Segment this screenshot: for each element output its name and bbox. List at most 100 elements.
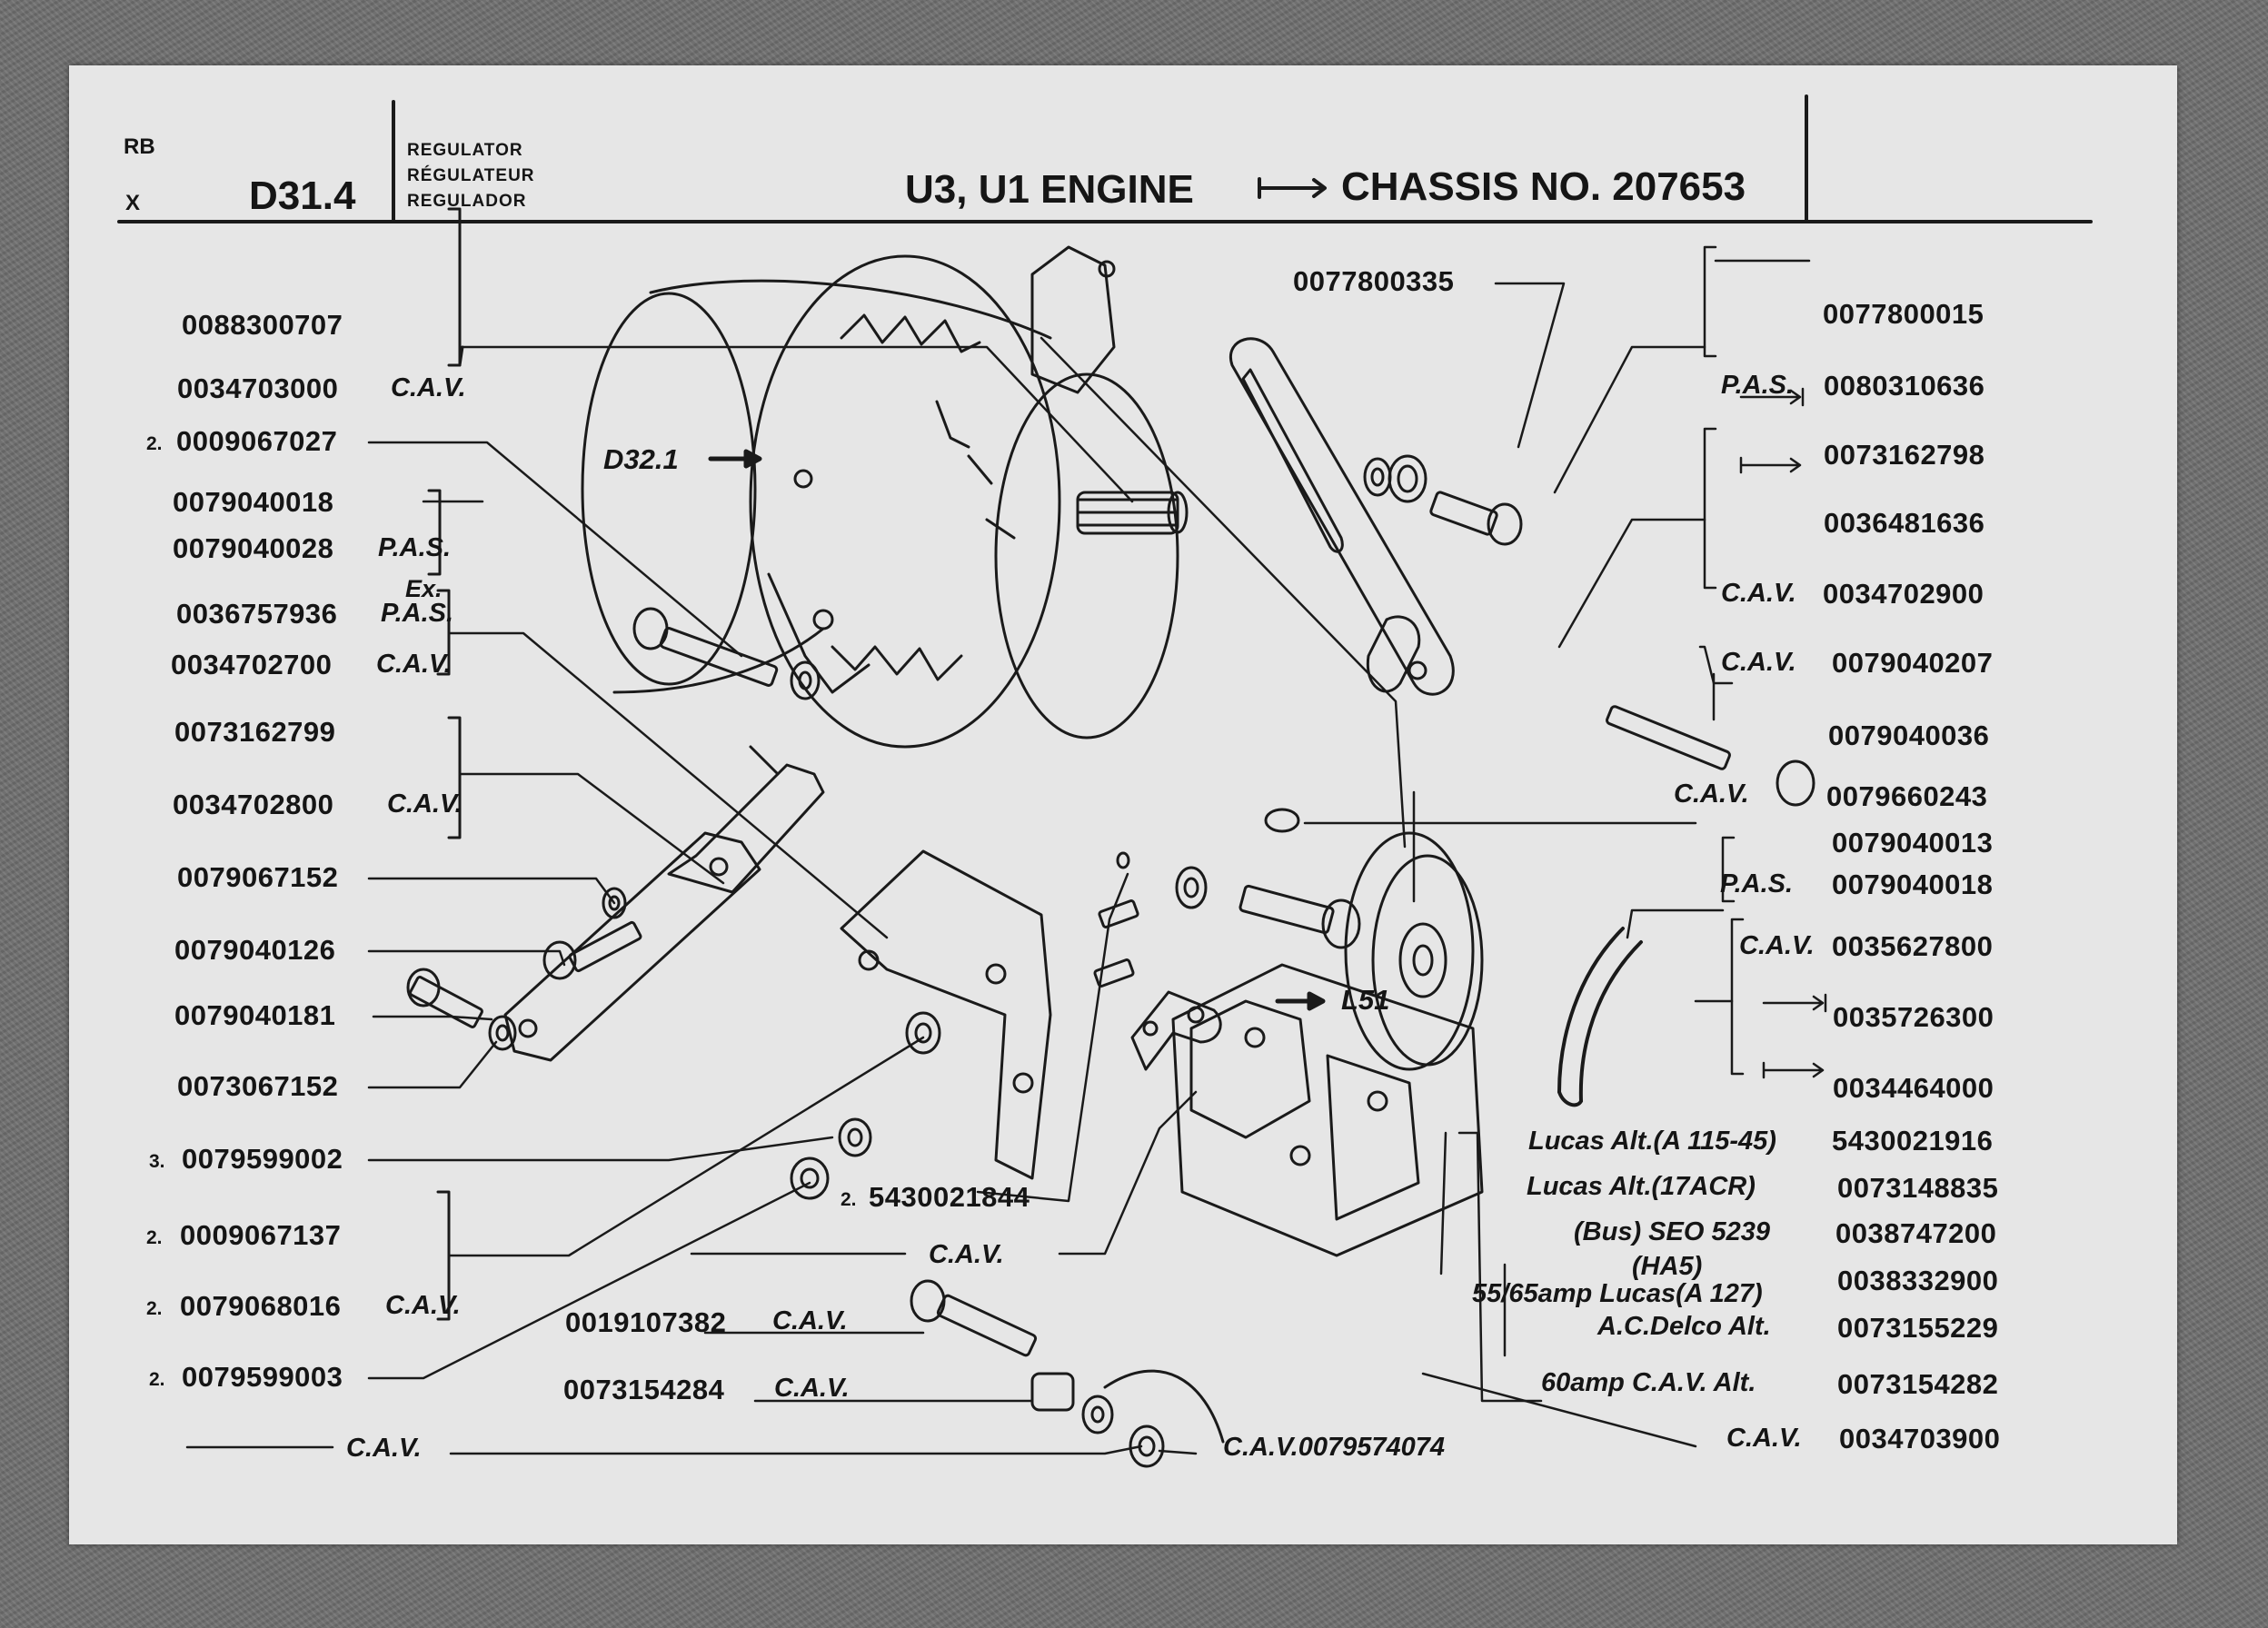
part-label: 0077800015 <box>1823 298 1984 330</box>
regulator-fr: RÉGULATEUR <box>407 166 535 185</box>
alt-desc: C.A.V. <box>1726 1424 1802 1453</box>
small-bracket <box>1130 990 1222 1071</box>
part-label: 0073067152 <box>177 1070 339 1102</box>
mounting-bracket-lower <box>1171 963 1484 1257</box>
part-supplier: C.A.V. <box>772 1306 848 1335</box>
part-label: 0034464000 <box>1833 1072 1994 1104</box>
leader-lines-right <box>1040 245 1811 1448</box>
header-rb: RB <box>124 134 155 159</box>
part-label: 0079040126 <box>174 934 336 966</box>
part-label: 0079040013 <box>1832 827 1994 859</box>
part-supplier: C.A.V. <box>391 373 466 402</box>
chassis-arrow-icon <box>1258 177 1327 199</box>
left-brackets <box>427 207 464 1321</box>
part-supplier: P.A.S. <box>378 533 452 562</box>
part-label: 0088300707 <box>182 309 343 341</box>
part-label: 0009067137 <box>180 1219 342 1251</box>
part-supplier: C.A.V. <box>385 1291 461 1320</box>
part-label: 0035627800 <box>1832 930 1994 962</box>
right-arrows <box>1739 387 1827 1079</box>
regulator-en: REGULATOR <box>407 141 523 160</box>
part-supplier: C.A.V. <box>387 789 463 819</box>
part-label: 0034702900 <box>1823 578 1984 610</box>
exploded-view-drawing <box>117 94 2093 1468</box>
alt-desc: 55/65amp Lucas(A 127) <box>1472 1279 1763 1308</box>
part-supplier: C.A.V. <box>929 1240 1004 1269</box>
leader-lines-left <box>185 345 1198 1455</box>
part-label: C.A.V.0079574074 <box>1223 1433 1446 1462</box>
part-label: 0079040018 <box>1832 869 1994 900</box>
part-supplier: C.A.V. <box>346 1434 422 1463</box>
alt-part: 0073155229 <box>1837 1312 1999 1344</box>
part-label: 0034702800 <box>173 789 334 820</box>
part-supplier: P.A.S. <box>1721 371 1795 400</box>
part-label: 0073162798 <box>1824 439 1985 471</box>
part-note: Ex. <box>405 575 443 602</box>
ref-l51: L51 <box>1341 984 1390 1016</box>
part-label: 0079599002 <box>182 1143 343 1175</box>
part-label: 0009067027 <box>176 425 338 457</box>
part-qty: 2. <box>146 433 163 454</box>
part-supplier: C.A.V. <box>1674 779 1749 809</box>
part-label: 0019107382 <box>565 1306 727 1338</box>
part-qty: 2. <box>841 1189 857 1210</box>
part-label: 0034703000 <box>177 372 339 404</box>
part-supplier: C.A.V. <box>1721 648 1796 677</box>
page-code: D31.4 <box>249 174 356 218</box>
mounting-bracket-center <box>840 849 1052 1180</box>
regulator-es: REGULADOR <box>407 192 527 211</box>
alt-desc: (Bus) SEO 5239 <box>1574 1217 1770 1246</box>
alt-part: 0073154282 <box>1837 1368 1999 1400</box>
part-label: 0079040181 <box>174 999 336 1031</box>
reference-arrows <box>708 449 1326 1011</box>
alt-desc: (HA5) <box>1632 1252 1703 1281</box>
part-qty: 2. <box>146 1298 163 1319</box>
pulley <box>1344 831 1484 1071</box>
part-label: 0077800335 <box>1293 265 1455 297</box>
part-qty: 2. <box>146 1227 163 1248</box>
alt-part: 0038332900 <box>1837 1265 1999 1296</box>
part-label: 0079599003 <box>182 1361 343 1393</box>
part-label: 0079040028 <box>173 532 334 564</box>
alt-part: 0034703900 <box>1839 1423 2001 1454</box>
ref-d32: D32.1 <box>603 443 679 475</box>
part-supplier: C.A.V. <box>376 650 452 679</box>
alt-desc: 60amp C.A.V. Alt. <box>1541 1368 1756 1397</box>
part-label: 0036481636 <box>1824 507 1985 539</box>
part-supplier: P.A.S. <box>1720 869 1794 898</box>
part-supplier: C.A.V. <box>1739 931 1815 960</box>
alt-desc: A.C.Delco Alt. <box>1597 1312 1771 1341</box>
part-label: 0035726300 <box>1833 1001 1994 1033</box>
header-frame <box>117 94 2093 223</box>
part-supplier: C.A.V. <box>1721 579 1796 608</box>
part-label: 5430021844 <box>869 1181 1030 1213</box>
drive-belt <box>1557 927 1643 1107</box>
part-label: 0073162799 <box>174 716 336 748</box>
part-label: 0079660243 <box>1826 780 1988 812</box>
part-label: 0080310636 <box>1824 370 1985 402</box>
part-supplier: C.A.V. <box>774 1374 850 1403</box>
alt-part: 0073148835 <box>1837 1172 1999 1204</box>
mounting-bracket-left <box>503 745 825 1062</box>
part-label: 0036757936 <box>176 598 338 630</box>
part-qty: 2. <box>149 1369 165 1390</box>
alt-desc: Lucas Alt.(A 115-45) <box>1528 1127 1776 1156</box>
part-label: 0079040036 <box>1828 720 1990 751</box>
part-label: 0079040207 <box>1832 647 1994 679</box>
alt-part: 5430021916 <box>1832 1125 1994 1156</box>
alt-desc: Lucas Alt.(17ACR) <box>1527 1172 1756 1201</box>
part-qty: 3. <box>149 1151 165 1172</box>
part-label: 0079040018 <box>173 486 334 518</box>
alt-part: 0038747200 <box>1835 1217 1997 1249</box>
part-label: 0079068016 <box>180 1290 342 1322</box>
part-label: 0079067152 <box>177 861 339 893</box>
alternator-body <box>581 245 1189 749</box>
parts-diagram-sheet: RB X D31.4 REGULATOR RÉGULATEUR REGULADO… <box>69 65 2177 1544</box>
part-label: 0073154284 <box>563 1374 725 1405</box>
part-supplier: P.A.S. <box>381 599 454 628</box>
header-x: X <box>125 191 141 215</box>
chassis-title: CHASSIS NO. 207653 <box>1341 164 1746 209</box>
part-label: 0034702700 <box>171 649 333 680</box>
adjusting-link <box>1228 337 1455 696</box>
engine-title: U3, U1 ENGINE <box>905 167 1194 212</box>
